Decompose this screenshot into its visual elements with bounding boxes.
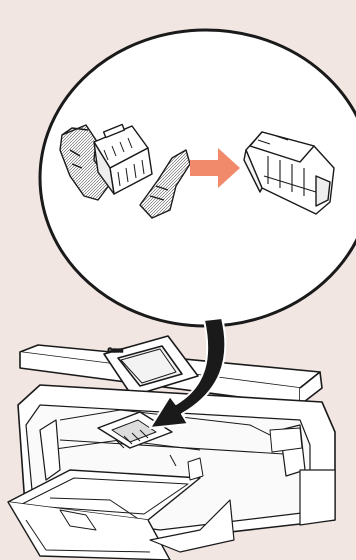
printer-brand-label: Canon	[108, 348, 123, 354]
printer-icon: Canon	[8, 336, 335, 560]
